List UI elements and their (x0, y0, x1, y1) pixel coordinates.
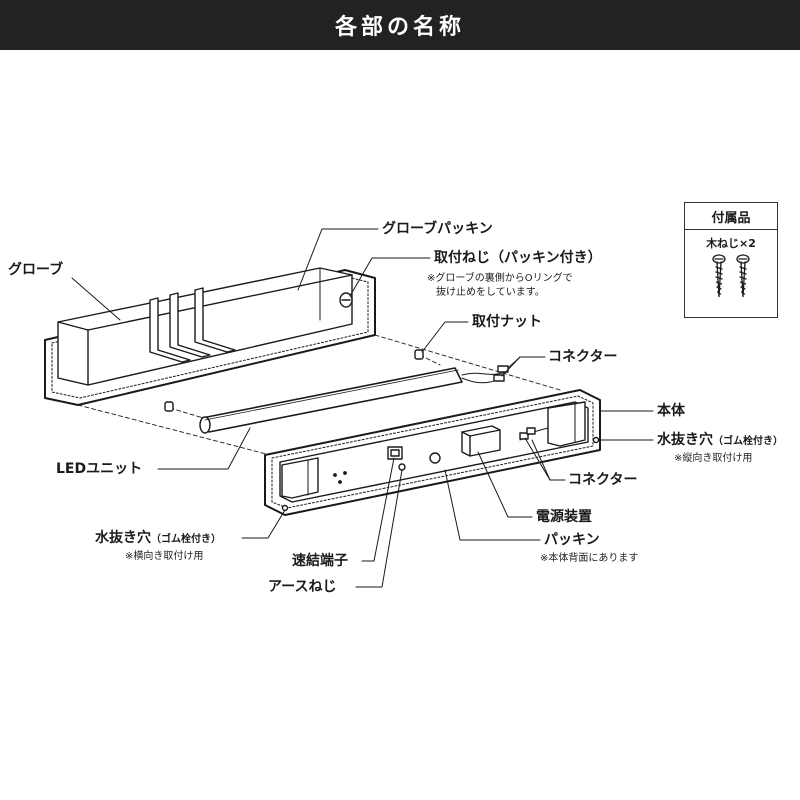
mount-nuts-drawing (164, 349, 424, 412)
note-mount-screw-2: 抜け止めをしています。 (436, 287, 545, 298)
note-packing: ※本体背面にあります (540, 553, 639, 564)
title-banner: 各部の名称 (0, 0, 800, 50)
label-power-unit: 電源装置 (536, 509, 592, 525)
label-globe: グローブ (8, 262, 64, 278)
wood-screw-icon-left (712, 254, 726, 298)
label-packing: パッキン (544, 532, 600, 548)
wood-screw-icon (712, 254, 750, 298)
label-connector-top: コネクター (548, 349, 618, 365)
label-quick-terminal: 速結端子 (292, 553, 348, 569)
note-mount-screw-1: ※グローブの裏側からOリングで (427, 273, 573, 284)
label-body: 本体 (657, 403, 685, 419)
label-drain-left: 水抜き穴（ゴム栓付き） (95, 530, 221, 548)
note-drain-right: ※縦向き取付け用 (674, 453, 753, 464)
label-drain-right-main: 水抜き穴 (657, 432, 713, 448)
led-unit-drawing (199, 365, 509, 434)
label-drain-right: 水抜き穴（ゴム栓付き） (657, 432, 783, 450)
label-mount-screw: 取付ねじ（パッキン付き） (434, 250, 602, 266)
label-drain-left-sub: （ゴム栓付き） (151, 534, 221, 545)
label-drain-right-sub: （ゴム栓付き） (713, 436, 783, 447)
label-globe-packing: グローブパッキン (382, 221, 493, 237)
label-led-unit: LEDユニット (56, 461, 143, 477)
leader-lines (71, 228, 654, 588)
label-mount-nut: 取付ナット (472, 314, 542, 330)
label-drain-left-main: 水抜き穴 (95, 530, 151, 546)
accessories-heading: 付属品 (685, 203, 777, 230)
note-drain-left: ※横向き取付け用 (125, 551, 204, 562)
label-connector-bottom: コネクター (568, 472, 638, 488)
page-title: 各部の名称 (334, 15, 465, 40)
accessories-box: 付属品 木ねじ×2 (684, 202, 778, 318)
wood-screw-icon-right (736, 254, 750, 298)
accessories-item: 木ねじ×2 (706, 237, 756, 250)
globe-drawing (44, 267, 376, 406)
label-earth-screw: アースねじ (268, 579, 337, 595)
body-drawing (264, 389, 601, 516)
